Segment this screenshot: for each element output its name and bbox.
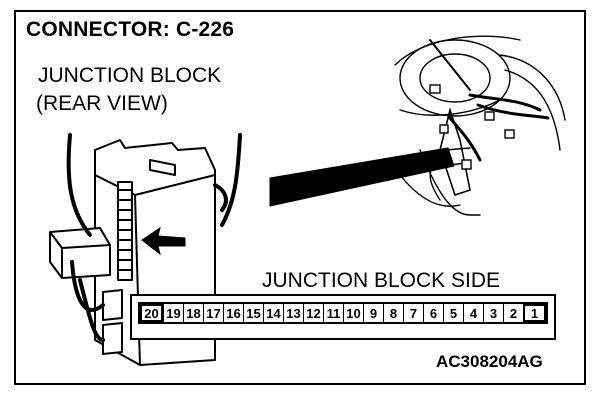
- pin-cell: 14: [263, 304, 283, 322]
- pin-cell: 15: [243, 304, 263, 322]
- pin-cell: 1: [523, 304, 546, 322]
- junction-block-label: JUNCTION BLOCK: [38, 64, 222, 87]
- figure-code: AC308204AG: [436, 352, 543, 371]
- pin-cell: 6: [423, 304, 443, 322]
- dashboard-illustration: [394, 35, 566, 216]
- pin-cell: 17: [203, 304, 223, 322]
- pin-cell: 11: [323, 304, 343, 322]
- pin-cell: 7: [403, 304, 423, 322]
- pin-cell: 18: [183, 304, 203, 322]
- pin-cell: 2: [503, 304, 523, 322]
- connector-pin-diagram: 20 19 18 17 16 15 14 13 12 11 10 9 8 7 6…: [130, 294, 556, 340]
- harness-connectors: [429, 84, 515, 170]
- pin-cell: 20: [140, 304, 163, 322]
- wire-harness: [66, 133, 242, 342]
- pin-cell: 19: [163, 304, 183, 322]
- pointer-arrow: [141, 226, 186, 256]
- connector-title: CONNECTOR: C-226: [26, 18, 235, 41]
- pin-row: 20 19 18 17 16 15 14 13 12 11 10 9 8 7 6…: [138, 302, 548, 324]
- pin-cell: 8: [383, 304, 403, 322]
- location-leader: [269, 147, 455, 207]
- harness-wires-dash: [448, 93, 550, 162]
- pin-cell: 4: [463, 304, 483, 322]
- rear-view-label: (REAR VIEW): [36, 92, 168, 115]
- pin-cell: 13: [283, 304, 303, 322]
- pin-cell: 12: [303, 304, 323, 322]
- pin-cell: 9: [363, 304, 383, 322]
- pin-cell: 3: [483, 304, 503, 322]
- junction-block-illustration: [49, 139, 216, 366]
- pin-cell: 5: [443, 304, 463, 322]
- pin-cell: 16: [223, 304, 243, 322]
- junction-block-side-label: JUNCTION BLOCK SIDE: [262, 269, 501, 292]
- pin-cell: 10: [343, 304, 363, 322]
